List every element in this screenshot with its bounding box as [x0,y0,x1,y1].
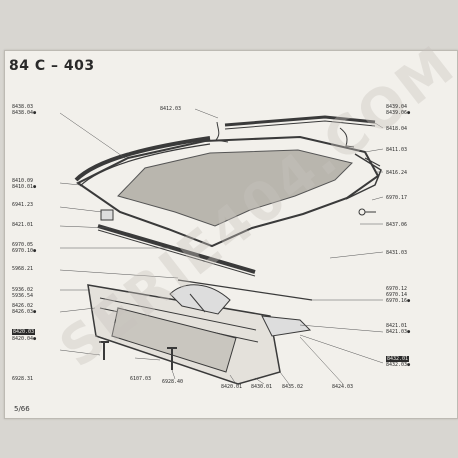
part-label: 8437.06 [386,222,408,228]
part-label: 8410.01● [12,184,37,190]
part-label: 8421.03● [386,329,411,335]
clip-part [100,209,114,221]
part-label: 6970.14 [386,292,408,298]
part-label: 8420.04● [12,336,37,342]
hinge-mechanism [169,284,231,315]
part-label: 6970.05 [12,242,34,248]
part-label: 8418.04 [386,126,408,132]
part-label: 8411.03 [386,147,408,153]
part-label: 8416.24 [386,170,408,176]
part-label: 8435.02 [282,384,304,390]
part-label: 8426.02 [12,303,34,309]
part-label-boxed: 8420.03 [12,329,36,335]
part-label: 5936.54 [12,293,34,299]
part-label-boxed: 8432.01 [386,356,410,362]
lower-rail-plate [111,307,237,373]
roof-mesh-panel [117,149,353,227]
part-label: 8412.03 [160,106,182,112]
top-bracket-right [339,127,355,148]
part-label: 8431.03 [386,250,408,256]
part-label: 8439.04 [386,104,408,110]
part-label: 6970.10● [12,248,37,254]
part-label: 8426.03● [12,309,37,315]
top-bracket-left [215,121,229,143]
part-label: 6107.03 [130,376,152,382]
part-label: 8420.01 [221,384,243,390]
right-bracket [261,315,312,337]
part-label: 5968.21 [12,266,34,272]
part-label: 8424.03 [332,384,354,390]
part-label: 8430.01 [251,384,273,390]
part-label: 8421.01 [12,222,34,228]
part-label: 5936.02 [12,287,34,293]
part-label: 8438.03 [12,104,34,110]
screw-right [358,208,366,216]
front-bow [74,136,211,182]
part-label: 8439.06● [386,110,411,116]
part-label: 8432.03● [386,362,411,368]
page-footer: 5/66 [14,405,30,413]
part-label: 8438.04● [12,110,37,116]
page-title: 84 C – 403 [9,58,95,74]
part-label: 6970.16● [386,298,411,304]
part-label: 6970.17 [386,195,408,201]
side-rail-upper [97,224,256,274]
part-label: 8410.09 [12,178,34,184]
part-label: 6928.40 [162,379,184,385]
part-label: 6941.23 [12,202,34,208]
top-rail-strip [224,115,376,127]
part-label: 6970.12 [386,286,408,292]
part-label: 8421.01 [386,323,408,329]
control-rod [177,279,313,301]
part-label: 6928.31 [12,376,34,382]
